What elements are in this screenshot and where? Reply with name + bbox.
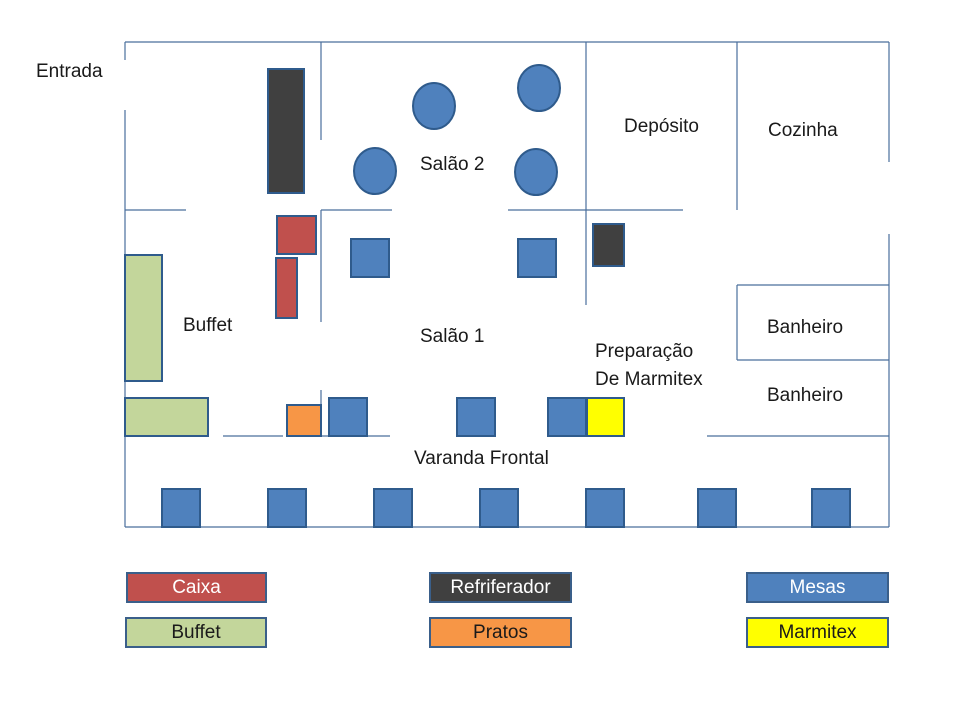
round-table — [353, 147, 397, 195]
caixa — [276, 215, 317, 255]
marmitex-station — [586, 397, 625, 437]
label-de-marmitex: De Marmitex — [595, 369, 703, 390]
table — [161, 488, 201, 528]
table — [697, 488, 737, 528]
refrigerator — [592, 223, 625, 267]
round-table — [517, 64, 561, 112]
round-table — [412, 82, 456, 130]
label-buffet: Buffet — [183, 315, 233, 336]
refrigerator — [267, 68, 305, 194]
table — [585, 488, 625, 528]
table — [547, 397, 587, 437]
legend-marmitex: Marmitex — [746, 617, 889, 648]
table — [328, 397, 368, 437]
label-banheiro-2: Banheiro — [767, 385, 843, 406]
table — [811, 488, 851, 528]
legend-caixa: Caixa — [126, 572, 267, 603]
label-cozinha: Cozinha — [768, 120, 838, 141]
pratos-stack — [286, 404, 322, 437]
buffet-counters — [124, 254, 209, 437]
label-deposito: Depósito — [624, 116, 699, 137]
label-varanda-frontal: Varanda Frontal — [414, 448, 549, 469]
legend-buffet: Buffet — [125, 617, 267, 648]
label-salao-1: Salão 1 — [420, 326, 484, 347]
table — [267, 488, 307, 528]
caixa-units — [275, 215, 317, 319]
label-salao-2: Salão 2 — [420, 154, 484, 175]
legend-mesas: Mesas — [746, 572, 889, 603]
buffet-counter — [124, 254, 163, 382]
table — [479, 488, 519, 528]
table — [350, 238, 390, 278]
square-tables — [161, 238, 851, 528]
legend-refrigerador: Refriferador — [429, 572, 572, 603]
table — [517, 238, 557, 278]
table — [456, 397, 496, 437]
refrigerators — [267, 68, 625, 267]
buffet-counter — [124, 397, 209, 437]
label-banheiro-1: Banheiro — [767, 317, 843, 338]
round-tables — [353, 64, 561, 196]
round-table — [514, 148, 558, 196]
label-preparacao: Preparação — [595, 341, 693, 362]
table — [373, 488, 413, 528]
caixa — [275, 257, 298, 319]
legend-pratos: Pratos — [429, 617, 572, 648]
label-entrada: Entrada — [36, 61, 103, 82]
